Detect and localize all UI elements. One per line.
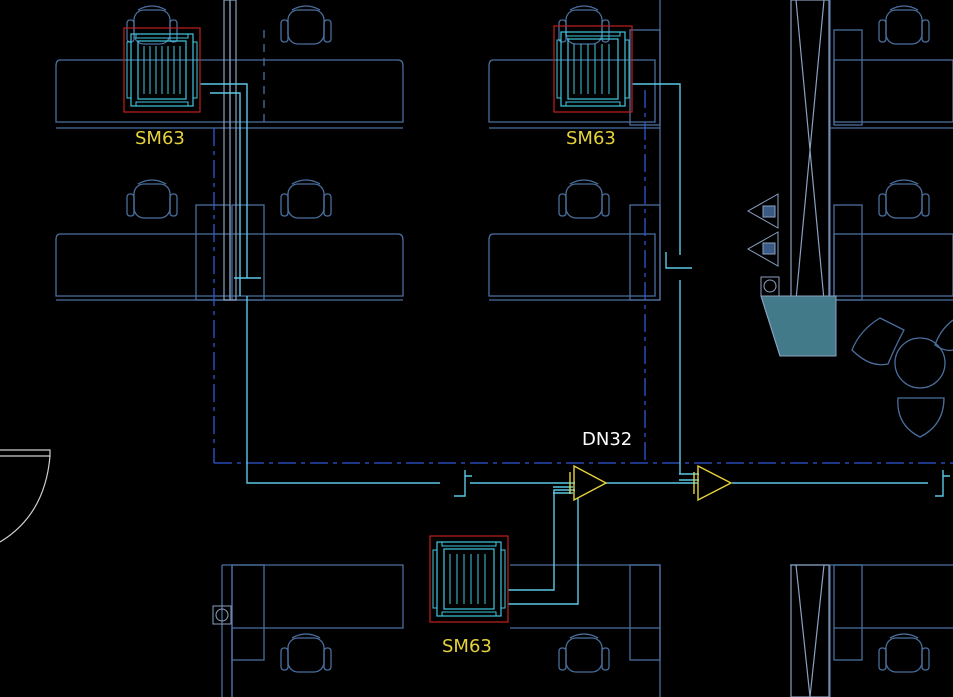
pipe-group	[200, 83, 950, 605]
chair-icon	[934, 319, 953, 352]
fan-coil-unit-icon	[429, 535, 509, 623]
wall-group	[223, 0, 830, 697]
sensor-triangle-icon	[746, 193, 779, 229]
triangle-valve-icon	[573, 464, 608, 502]
chair-icon	[878, 179, 930, 219]
chair-icon	[280, 5, 332, 45]
chair-icon	[558, 179, 610, 219]
outlet-icon	[212, 605, 232, 625]
desk-return	[833, 29, 863, 126]
chair-icon	[878, 5, 930, 45]
wall-pillar	[790, 564, 830, 697]
chair-icon	[126, 179, 178, 219]
pipe-fitting	[665, 252, 692, 269]
pipe-return-bottom	[508, 498, 579, 605]
desk-top-left	[55, 59, 404, 123]
unit-label: SM63	[566, 128, 616, 149]
storage-block	[212, 276, 837, 625]
desk-return	[833, 204, 863, 301]
chair-group	[126, 5, 953, 673]
pipe-return-left	[210, 92, 241, 296]
desk-top-mid	[488, 59, 656, 123]
pipe-fitting	[935, 470, 950, 497]
unit-label: SM63	[135, 128, 185, 149]
triangle-valve-icon	[697, 464, 733, 502]
pipe-fitting	[679, 473, 699, 481]
desk-mid-left	[55, 233, 404, 297]
chair-icon	[280, 633, 332, 673]
desk-mid-mid	[488, 233, 656, 297]
chair-icon	[558, 5, 610, 45]
desk-return	[833, 564, 863, 661]
sensor-hatch	[762, 242, 776, 255]
wall-pillar-cross	[795, 564, 825, 697]
door-swing-icon	[0, 449, 51, 543]
fan-coil-unit-icon	[123, 27, 201, 113]
pipe-fitting	[454, 470, 472, 497]
chair-icon	[558, 633, 610, 673]
outlet-icon	[760, 276, 780, 297]
valve-group	[569, 464, 733, 502]
wall-pillar-cross	[795, 0, 825, 301]
chair-icon	[851, 317, 905, 366]
boundary-group	[213, 90, 953, 464]
pipe-supply-bottom	[508, 489, 575, 591]
desk-return	[231, 204, 265, 301]
sensor-triangle-icon	[746, 231, 779, 267]
sensor-hatch	[762, 205, 776, 218]
sensor-triangle-group	[746, 193, 779, 267]
pipe-supply-mid	[632, 83, 681, 255]
unit-label: SM63	[442, 636, 492, 657]
pipe-supply-left	[200, 83, 248, 278]
desk-return	[231, 564, 265, 661]
chair-icon	[280, 179, 332, 219]
round-table	[894, 337, 946, 389]
fan-coil-unit-icon	[553, 25, 633, 113]
pipe-size-label: DN32	[582, 429, 632, 450]
pipe-main-left	[246, 296, 440, 484]
chair-icon	[897, 397, 945, 438]
desk-return	[629, 564, 661, 661]
chair-icon	[878, 633, 930, 673]
